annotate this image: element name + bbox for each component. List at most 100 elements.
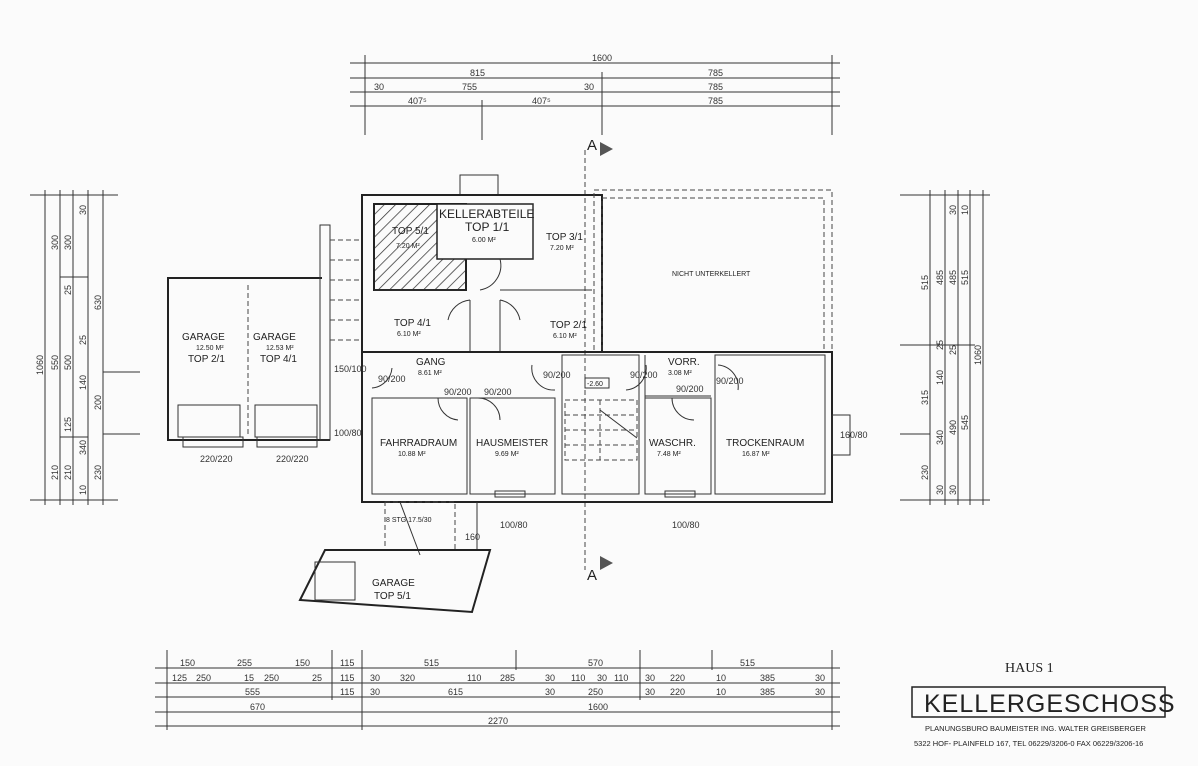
- garage-top5: 8 STG 17.5/30 160 GARAGE TOP 5/1: [298, 501, 492, 614]
- window-dim: 160/80: [840, 430, 868, 440]
- dim-label: 670: [250, 702, 265, 712]
- dim-label: 160: [465, 532, 480, 542]
- room-label: TOP 4/1: [394, 318, 431, 329]
- room-label: TOP 2/1: [550, 320, 587, 331]
- dim-label: 500: [63, 355, 73, 370]
- door-dim: 90/200: [676, 384, 704, 394]
- dim-label: 785: [708, 96, 723, 106]
- room-label: TOP 5/1: [374, 591, 411, 602]
- room-area: 16.87 M²: [742, 451, 770, 458]
- level-marker: -2.60: [587, 381, 603, 388]
- dim-label: 30: [948, 205, 958, 215]
- dim-label: 630: [93, 295, 103, 310]
- dim-label: 25: [948, 345, 958, 355]
- room-area: 7.20 M²: [396, 243, 420, 250]
- room-label: NICHT UNTERKELLERT: [672, 271, 751, 278]
- dim-label: 15: [244, 673, 254, 683]
- dim-label: 220: [670, 687, 685, 697]
- dim-label: 125: [172, 673, 187, 683]
- dim-label: 315: [920, 390, 930, 405]
- garages-left: GARAGE 12.50 M² TOP 2/1 GARAGE 12.53 M² …: [167, 224, 362, 464]
- room-label: FAHRRADRAUM: [380, 438, 457, 449]
- door-dim: 90/200: [378, 374, 406, 384]
- dim-label: 140: [78, 375, 88, 390]
- dim-label: 30: [545, 673, 555, 683]
- room-label: VORR.: [668, 357, 700, 368]
- house-label: HAUS 1: [1005, 661, 1054, 676]
- dim-label: 570: [588, 658, 603, 668]
- dim-label: 25: [312, 673, 322, 683]
- dim-label: 555: [245, 687, 260, 697]
- section-line-a: A A: [584, 137, 613, 584]
- room-label: GANG: [416, 357, 446, 368]
- dim-label: 10: [716, 673, 726, 683]
- dim-label: 30: [370, 687, 380, 697]
- dim-label: 1060: [35, 355, 45, 375]
- door-dim: 90/200: [484, 387, 512, 397]
- room-area: 7.20 M²: [550, 245, 574, 252]
- dim-label: 320: [400, 673, 415, 683]
- dim-label: 250: [264, 673, 279, 683]
- dim-label: 250: [196, 673, 211, 683]
- dim-label: 30: [948, 485, 958, 495]
- door-dim: 220/220: [200, 454, 233, 464]
- dim-label: 2270: [488, 716, 508, 726]
- dim-label: 30: [645, 673, 655, 683]
- room-area: 7.48 M²: [657, 451, 681, 458]
- dim-label: 25: [935, 340, 945, 350]
- dim-label: 250: [588, 687, 603, 697]
- room-label: TOP 2/1: [188, 354, 225, 365]
- room-area: 6.10 M²: [397, 331, 421, 338]
- dim-label: 30: [545, 687, 555, 697]
- dim-label: 615: [448, 687, 463, 697]
- dim-label: 30: [584, 82, 594, 92]
- room-area: 6.00 M²: [472, 237, 496, 244]
- dim-label: 200: [93, 395, 103, 410]
- dim-label: 210: [50, 465, 60, 480]
- dim-label: 407⁵: [532, 96, 551, 106]
- top-dimension-chains: 1600 815 785 30 755 30 785 407⁵ 407⁵ 785: [350, 53, 840, 140]
- lower-rooms: -2.60 GANG 8.61 M² VORR. 3.08 M² FAHRRAD…: [334, 351, 868, 530]
- dim-label: 30: [370, 673, 380, 683]
- window-dim: 100/80: [672, 520, 700, 530]
- room-label: TOP 3/1: [546, 232, 583, 243]
- room-area: 9.69 M²: [495, 451, 519, 458]
- title-block: HAUS 1 KELLERGESCHOSS PLANUNGSBURO BAUME…: [911, 661, 1175, 748]
- dim-label: 515: [424, 658, 439, 668]
- dim-label: 1600: [592, 53, 612, 63]
- dim-label: 407⁵: [408, 96, 427, 106]
- dim-label: 30: [645, 687, 655, 697]
- dim-label: 550: [50, 355, 60, 370]
- room-area: 12.53 M²: [266, 345, 294, 352]
- room-label: TOP 1/1: [465, 220, 510, 234]
- dim-label: 30: [815, 673, 825, 683]
- door-dim: 90/200: [444, 387, 472, 397]
- dim-label: 115: [340, 687, 354, 697]
- dim-label: 220: [670, 673, 685, 683]
- not-basemented-area: NICHT UNTERKELLERT: [593, 189, 833, 353]
- dim-label: 515: [960, 270, 970, 285]
- dim-label: 515: [920, 275, 930, 290]
- dim-label: 300: [50, 235, 60, 250]
- stairs-note: 8 STG 17.5/30: [386, 517, 432, 524]
- dim-label: 10: [78, 485, 88, 495]
- dim-label: 230: [93, 465, 103, 480]
- window-dim: 100/80: [500, 520, 528, 530]
- dim-label: 385: [760, 673, 775, 683]
- dim-label: 30: [815, 687, 825, 697]
- dim-label: 115: [340, 658, 354, 668]
- room-label: WASCHR.: [649, 438, 696, 449]
- dim-label: 110: [614, 673, 628, 683]
- dim-label: 785: [708, 68, 723, 78]
- dim-label: 515: [740, 658, 755, 668]
- dim-label: 1060: [973, 345, 983, 365]
- dim-label: 485: [935, 270, 945, 285]
- right-dimension-chains: 515 315 230 485 25 140 340 30 485 490 30…: [900, 190, 990, 505]
- door-dim: 220/220: [276, 454, 309, 464]
- dim-label: 125: [63, 417, 73, 432]
- dim-label: 485: [948, 270, 958, 285]
- left-dimension-chains: 1060 550 300 500 210 300 25 125 140 210 …: [30, 190, 140, 505]
- room-area: 12.50 M²: [196, 345, 224, 352]
- dim-label: 25: [78, 335, 88, 345]
